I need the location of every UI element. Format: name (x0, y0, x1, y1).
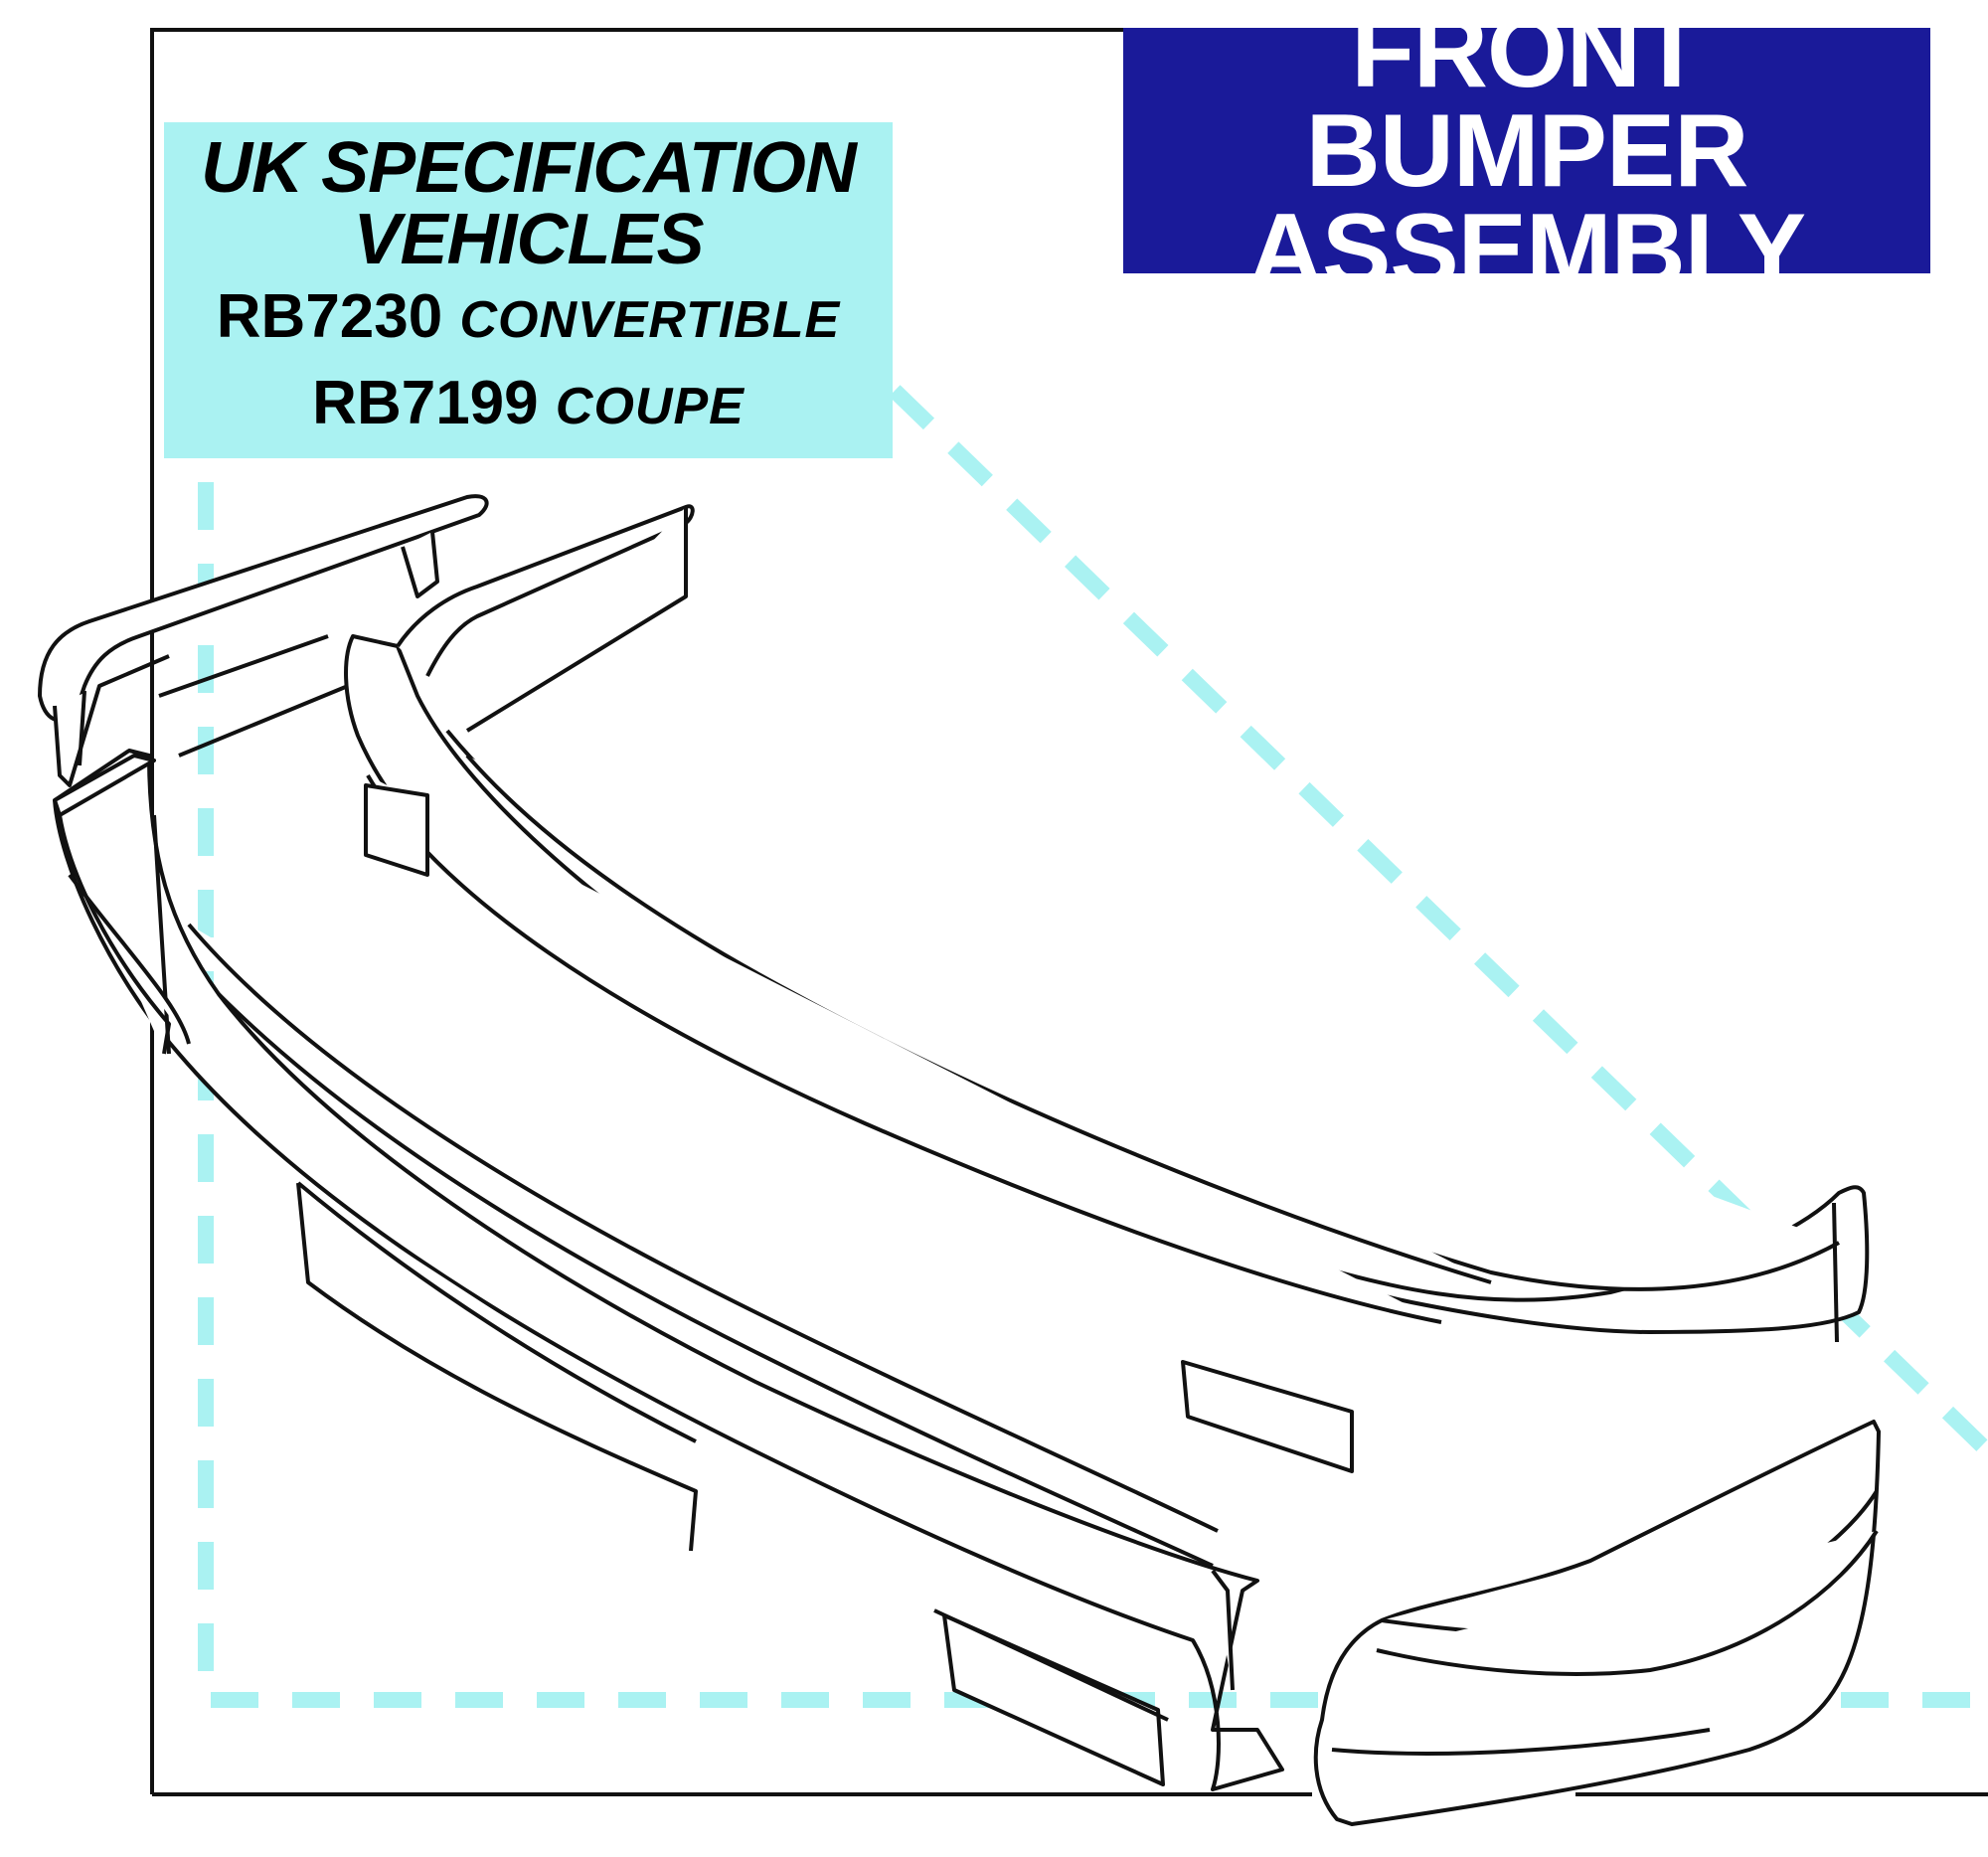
title-line-1: FRONT BUMPER (1305, 0, 1749, 209)
part-row-convertible: RB7230 CONVERTIBLE (164, 275, 893, 362)
part-row-coupe: RB7199 COUPE (164, 362, 893, 448)
part-number: RB7199 (312, 369, 539, 437)
part-model: CONVERTIBLE (459, 291, 841, 349)
spec-heading-line-2: VEHICLES (353, 200, 704, 279)
specification-panel: UK SPECIFICATION VEHICLES RB7230 CONVERT… (164, 122, 893, 458)
part-number: RB7230 (216, 282, 443, 351)
part-model: COUPE (555, 378, 745, 435)
upper-bumper (344, 504, 1870, 1473)
lower-bumper (53, 749, 1284, 1791)
assembly-title: FRONT BUMPER ASSEMBLY (1123, 0, 1930, 302)
right-bumper-section (1313, 1420, 1881, 1826)
spec-heading-line-1: UK SPECIFICATION (201, 128, 857, 208)
side-bracket-left (38, 494, 489, 787)
spec-heading: UK SPECIFICATION VEHICLES (164, 132, 893, 275)
title-line-2: ASSEMBLY (1247, 192, 1806, 308)
